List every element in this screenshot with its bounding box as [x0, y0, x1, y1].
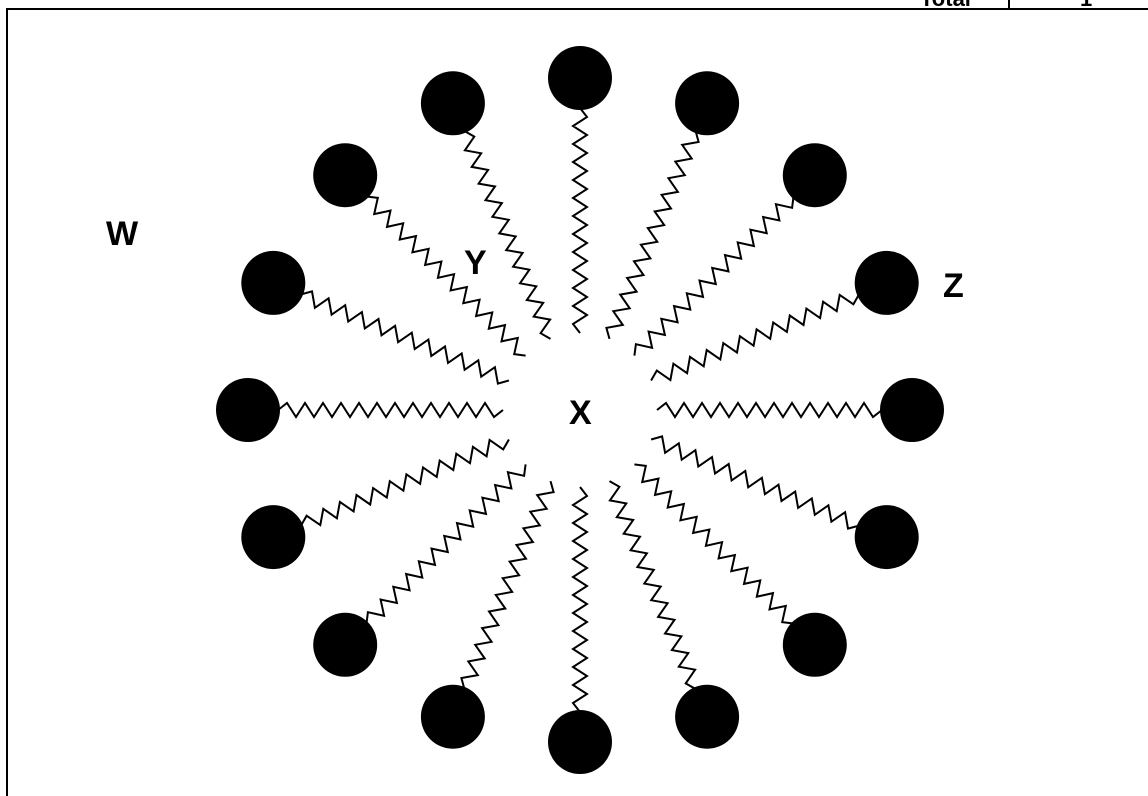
hydrophobic-tail [634, 197, 793, 356]
hydrophilic-head [855, 251, 919, 315]
hydrophobic-tail [573, 487, 587, 712]
hydrophilic-head [783, 143, 847, 207]
label-w: W [106, 215, 139, 253]
hydrophilic-head [421, 685, 485, 749]
hydrophobic-tail [657, 403, 882, 417]
hydrophilic-head [675, 71, 739, 135]
hydrophobic-tail [634, 464, 793, 623]
label-y: Y [464, 244, 487, 282]
hydrophilic-head [783, 613, 847, 677]
hydrophobic-tail [367, 464, 526, 623]
hydrophilic-head [313, 613, 377, 677]
hydrophobic-tail [278, 403, 503, 417]
hydrophilic-head [216, 378, 280, 442]
hydrophobic-tail [573, 108, 587, 333]
hydrophilic-head [241, 251, 305, 315]
hydrophilic-head [548, 710, 612, 774]
hydrophilic-head [421, 71, 485, 135]
hydrophilic-head [880, 378, 944, 442]
label-x: X [569, 394, 592, 432]
hydrophilic-head [548, 46, 612, 110]
hydrophilic-head [313, 143, 377, 207]
hydrophilic-head [675, 685, 739, 749]
label-z: Z [943, 267, 964, 305]
hydrophobic-tail [367, 197, 526, 356]
hydrophilic-head [241, 505, 305, 569]
hydrophilic-head [855, 505, 919, 569]
